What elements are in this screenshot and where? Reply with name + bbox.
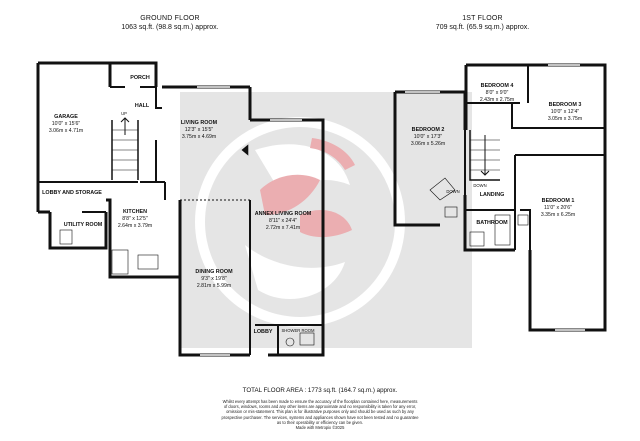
garage-label: GARAGE xyxy=(54,114,78,120)
kitchen-outer-wall xyxy=(106,198,180,279)
dining-room-metric: 2.81m x 5.99m xyxy=(197,283,231,289)
disclaimer-line: of doors, windows, rooms and any other i… xyxy=(223,404,417,410)
ensuite-wall xyxy=(520,209,531,250)
kitchen-counter-left xyxy=(111,249,129,275)
metropix-credit: Made with Metropix ©2025 xyxy=(295,425,345,431)
living-room-window xyxy=(197,85,230,89)
hall-stairs-arrow xyxy=(120,117,130,135)
disclaimer: Whilst every attempt has been made to en… xyxy=(170,399,470,430)
kitchen-sink xyxy=(137,254,159,270)
bedroom-2-label: BEDROOM 2 xyxy=(412,127,445,133)
bedroom-2-outer-wall xyxy=(393,92,440,227)
kitchen-imperial: 8'8" x 12'5" xyxy=(122,216,148,222)
landing-label: LANDING xyxy=(480,192,505,198)
bedroom-3-label: BEDROOM 3 xyxy=(549,102,582,108)
ground-floor-details xyxy=(59,85,315,357)
garage-imperial: 10'0" x 15'6" xyxy=(52,121,81,127)
kitchen-metric: 2.64m x 3.79m xyxy=(118,223,152,229)
ground-floor-labels: GARAGE 10'0" x 15'6" 3.06m x 4.71m PORCH… xyxy=(42,75,315,335)
bedroom-2-sink xyxy=(444,206,458,218)
bedroom-1-label: BEDROOM 1 xyxy=(542,198,575,204)
annex-living-room-metric: 2.72m x 7.41m xyxy=(266,225,300,231)
first-floor-heading: 1ST FLOOR 709 sq.ft. (65.9 sq.m.) approx… xyxy=(410,14,555,32)
hall-label: HALL xyxy=(135,103,150,109)
bathroom-toilet xyxy=(469,231,485,247)
first-floor-plan xyxy=(393,63,607,332)
dining-window xyxy=(200,353,230,357)
bedroom-2-metric: 3.06m x 5.26m xyxy=(411,141,445,147)
watermark-swirl-2 xyxy=(245,245,345,300)
lobby-label: LOBBY xyxy=(254,329,273,335)
annex-living-room-imperial: 8'11" x 24'4" xyxy=(269,218,297,224)
bedroom-4-imperial: 8'0" x 9'0" xyxy=(486,90,509,96)
watermark-red-shape-2 xyxy=(300,210,352,238)
first-floor-area: 709 sq.ft. (65.9 sq.m.) approx. xyxy=(435,24,530,31)
kitchen-label: KITCHEN xyxy=(123,209,147,215)
shower-room-label: SHOWER ROOM xyxy=(281,328,315,333)
watermark-red-shape-3 xyxy=(310,138,355,170)
garage-top-wall xyxy=(38,61,112,87)
dining-room-label: DINING ROOM xyxy=(195,269,233,275)
living-room-fireplace xyxy=(241,144,249,156)
ff-down-marker-1: DOWN xyxy=(446,189,459,194)
living-room-imperial: 12'3" x 15'5" xyxy=(185,127,214,133)
annex-window xyxy=(270,118,302,122)
dining-room-imperial: 9'3" x 19'8" xyxy=(201,276,227,282)
first-floor-labels: BEDROOM 4 8'0" x 9'0" 2.43m x 2.75m BEDR… xyxy=(411,83,582,226)
disclaimer-line: as to their operability or efficiency ca… xyxy=(276,419,364,425)
bathroom-label: BATHROOM xyxy=(476,220,508,226)
bathroom-bath xyxy=(494,214,511,246)
shower-tray xyxy=(299,332,315,346)
ff-stairs-arrow xyxy=(480,135,490,176)
bedroom-4-3-top-wall xyxy=(466,63,607,128)
porch-outer-wall xyxy=(110,61,158,87)
bedroom-1-outer-wall xyxy=(528,128,607,332)
disclaimer-line: Whilst every attempt has been made to en… xyxy=(222,399,418,404)
utility-walls xyxy=(48,212,108,250)
ff-stairs-outline xyxy=(469,130,500,181)
bedroom-4-metric: 2.43m x 2.75m xyxy=(480,97,514,103)
watermark-red-shape-1 xyxy=(260,174,320,215)
bedroom-2-imperial: 10'0" x 17'3" xyxy=(414,134,443,140)
living-room-label: LIVING ROOM xyxy=(181,120,218,126)
first-floor-title: 1ST FLOOR xyxy=(462,15,503,22)
footer: TOTAL FLOOR AREA : 1773 sq.ft. (164.7 sq… xyxy=(170,387,470,430)
garage-metric: 3.06m x 4.71m xyxy=(49,128,83,134)
ground-floor-area: 1063 sq.ft. (98.8 sq.m.) approx. xyxy=(121,24,219,31)
lobby-storage-label: LOBBY AND STORAGE xyxy=(42,190,102,196)
living-room-metric: 3.75m x 4.69m xyxy=(182,134,216,140)
bedroom-3-window xyxy=(548,63,580,67)
annex-living-room-label: ANNEX LIVING ROOM xyxy=(255,211,312,217)
bedroom-3-imperial: 10'0" x 12'4" xyxy=(551,109,580,115)
bathroom-outer-wall xyxy=(463,195,515,252)
first-floor-details xyxy=(405,63,585,332)
ensuite-sink xyxy=(517,214,529,226)
bedroom-1-window xyxy=(555,328,585,332)
bedroom-2-window xyxy=(405,90,440,94)
utility-room-label: UTILITY ROOM xyxy=(64,222,103,228)
hall-up-marker: UP xyxy=(121,111,127,116)
ff-down-marker-2: DOWN xyxy=(473,183,486,188)
porch-label: PORCH xyxy=(130,75,150,81)
ground-floor-title: GROUND FLOOR xyxy=(140,15,200,22)
ground-floor-plan xyxy=(36,61,325,357)
hall-right-wall xyxy=(155,87,162,109)
watermark xyxy=(180,92,472,348)
bedroom-1-imperial: 11'0" x 20'6" xyxy=(544,205,572,211)
ground-floor-heading: GROUND FLOOR 1063 sq.ft. (98.8 sq.m.) ap… xyxy=(95,14,245,32)
landing-stairs-turn xyxy=(429,177,456,201)
bedroom-1-metric: 3.35m x 6.25m xyxy=(541,212,575,218)
shower-room-toilet xyxy=(285,337,295,347)
disclaimer-line: omission or mis-statement. This plan is … xyxy=(226,409,414,415)
bedroom-4-label: BEDROOM 4 xyxy=(481,83,514,89)
bedroom-3-bottom-wall xyxy=(511,103,605,129)
utility-sink xyxy=(59,229,73,245)
total-floor-area: TOTAL FLOOR AREA : 1773 sq.ft. (164.7 sq… xyxy=(242,387,398,394)
hall-stair-treads xyxy=(112,129,138,171)
bedroom-3-metric: 3.05m x 3.75m xyxy=(548,116,582,122)
disclaimer-line: prospective purchaser. The services, sys… xyxy=(221,414,419,420)
